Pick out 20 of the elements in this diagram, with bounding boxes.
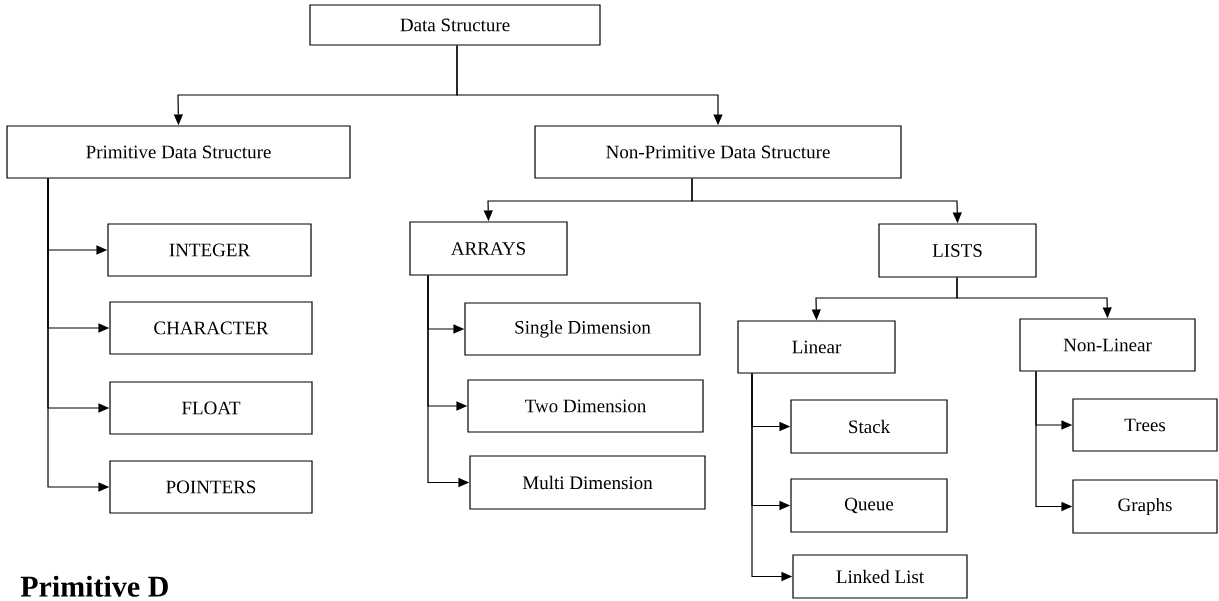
text-box: Stack bbox=[790, 399, 948, 454]
text-box: CHARACTER bbox=[109, 301, 313, 355]
text-box: Multi Dimension bbox=[469, 455, 706, 510]
text-box: Data Structure bbox=[309, 4, 601, 46]
heading: Primitive D bbox=[20, 575, 168, 597]
text-box: Trees bbox=[1072, 398, 1218, 452]
text-box: Linked List bbox=[792, 554, 968, 599]
text-box: Two Dimension bbox=[467, 379, 704, 433]
text-box: Non-Linear bbox=[1019, 318, 1196, 372]
text-box: ARRAYS bbox=[409, 221, 568, 276]
text-box: POINTERS bbox=[109, 460, 313, 514]
text-box: Single Dimension bbox=[464, 302, 701, 356]
text-box: INTEGER bbox=[107, 223, 312, 277]
text-box: Linear bbox=[737, 320, 896, 374]
text-box: LISTS bbox=[878, 223, 1037, 278]
text-box: FLOAT bbox=[109, 381, 313, 435]
text-box: Graphs bbox=[1072, 479, 1218, 534]
text-box: Primitive Data Structure bbox=[6, 125, 351, 179]
text-box: Queue bbox=[790, 478, 948, 533]
text-box: Non-Primitive Data Structure bbox=[534, 125, 902, 179]
